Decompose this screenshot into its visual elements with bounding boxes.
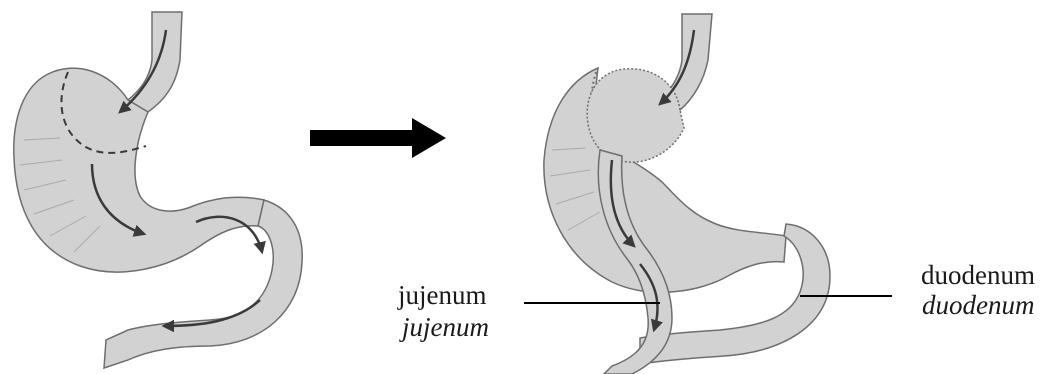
duodenum-label: duodenum: [921, 262, 1035, 289]
transition-arrow: [310, 118, 446, 158]
jejunum-label: jujenum: [398, 282, 487, 309]
gastric-pouch: [587, 69, 684, 162]
bypass-stomach: [544, 14, 830, 374]
duodenum-label-italic: duodenum: [922, 292, 1034, 319]
normal-stomach: [14, 12, 302, 368]
jejunum-label-italic: jujenum: [402, 314, 489, 341]
